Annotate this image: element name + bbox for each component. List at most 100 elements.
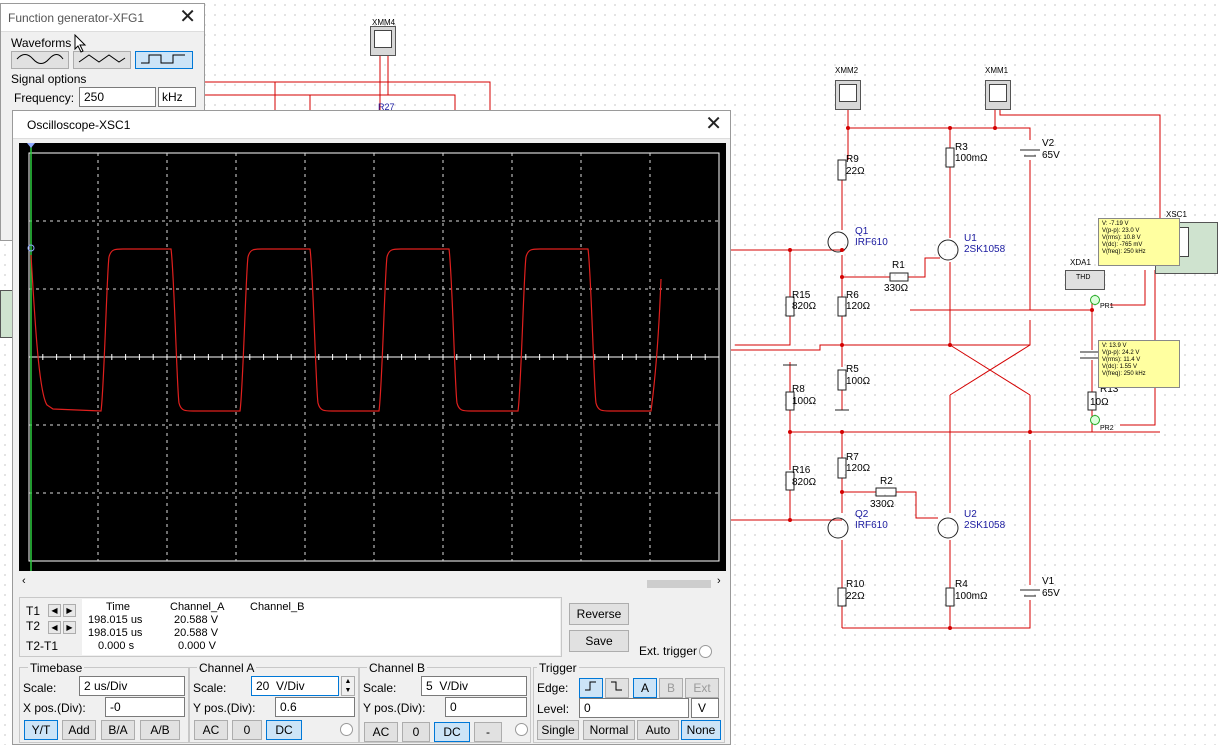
channel-a-ypos-label: Y pos.(Div): xyxy=(193,701,256,715)
resistor-value: 10Ω xyxy=(1090,397,1109,408)
horizontal-scrollbar[interactable]: ‹ › xyxy=(19,575,726,591)
resistor-value: 22Ω xyxy=(846,591,865,602)
square-wave-icon xyxy=(141,54,185,64)
probe-line: V(dc): -765 mV xyxy=(1102,242,1143,248)
channel-b-ac-button[interactable]: AC xyxy=(364,722,398,742)
channel-a-ac-button[interactable]: AC xyxy=(194,720,228,740)
multimeter-icon[interactable] xyxy=(835,80,861,110)
falling-edge-icon xyxy=(611,681,622,691)
probe-pr1-icon[interactable] xyxy=(1090,295,1100,305)
resistor-label: R3 xyxy=(955,142,968,153)
probe-pr1-readout: V: -7.19 V V(p-p): 23.0 V V(rms): 10.8 V… xyxy=(1098,218,1180,266)
resistor-value: 330Ω xyxy=(870,499,895,510)
scope-instrument-label: XSC1 xyxy=(1166,210,1187,219)
t2-right-arrow-icon[interactable]: ▶ xyxy=(63,621,76,634)
probe-line: V(p-p): 23.0 V xyxy=(1102,228,1140,234)
save-button[interactable]: Save xyxy=(569,630,629,652)
fg-titlebar: Function generator-XFG1 ✕ xyxy=(1,4,204,32)
trigger-level-unit[interactable]: V xyxy=(691,698,719,718)
rising-edge-icon xyxy=(585,681,596,691)
scroll-left-icon[interactable]: ‹ xyxy=(22,575,26,587)
transistor-label: Q2 xyxy=(855,509,869,520)
probe-line: V: 13.9 V xyxy=(1102,343,1127,349)
trigger-source-b-button[interactable]: B xyxy=(659,678,683,698)
scope-display xyxy=(27,143,720,571)
trigger-none-button[interactable]: None xyxy=(681,720,721,740)
ext-trigger-radio[interactable] xyxy=(699,645,712,658)
channel-b-minus-button[interactable]: - xyxy=(474,722,502,742)
probe-line: V(freq): 250 kHz xyxy=(1102,371,1146,377)
resistor-label: R9 xyxy=(846,154,859,165)
transistor-part: 2SK1058 xyxy=(964,520,1006,531)
source-label: V2 xyxy=(1042,138,1055,149)
source-label: V1 xyxy=(1042,576,1055,587)
channel-a-radio[interactable] xyxy=(340,723,353,736)
trigger-auto-button[interactable]: Auto xyxy=(637,720,679,740)
channel-a-ypos-input[interactable] xyxy=(275,697,355,717)
probe-line: V: -7.19 V xyxy=(1102,221,1129,227)
probe-pr2-label: PR2 xyxy=(1100,425,1114,432)
t2-time: 198.015 us xyxy=(88,627,143,639)
meter-xmm2-label: XMM2 xyxy=(835,66,859,75)
channel-b-scale-input[interactable] xyxy=(421,676,527,696)
x-pos-label: X pos.(Div): xyxy=(23,701,86,715)
mode-ab-button[interactable]: A/B xyxy=(140,720,180,740)
channel-a-scale-spinner[interactable]: ▲▼ xyxy=(341,676,355,696)
frequency-input[interactable] xyxy=(79,87,156,107)
channel-a-zero-button[interactable]: 0 xyxy=(232,720,262,740)
trigger-level-input[interactable] xyxy=(579,698,689,718)
x-pos-input[interactable] xyxy=(105,697,185,717)
close-icon[interactable]: ✕ xyxy=(705,113,722,135)
square-wave-button[interactable] xyxy=(135,51,193,69)
falling-edge-button[interactable] xyxy=(605,678,629,698)
sine-wave-button[interactable] xyxy=(11,51,69,69)
t1-left-arrow-icon[interactable]: ◀ xyxy=(48,604,61,617)
fg-title: Function generator-XFG1 xyxy=(8,11,145,25)
scope-screen[interactable] xyxy=(19,143,726,571)
probe-line: V(freq): 250 kHz xyxy=(1102,249,1146,255)
cursor-readout-panel: T1 ◀ ▶ T2 ◀ ▶ T2-T1 Time Channel_A Chann… xyxy=(19,597,562,657)
scroll-right-icon[interactable]: › xyxy=(717,575,721,587)
transistor-label: U2 xyxy=(964,509,977,520)
channel-b-ypos-input[interactable] xyxy=(445,697,527,717)
close-icon[interactable]: ✕ xyxy=(179,6,196,28)
timebase-scale-input[interactable] xyxy=(79,676,185,696)
rising-edge-button[interactable] xyxy=(579,678,603,698)
multimeter-icon[interactable] xyxy=(985,80,1011,110)
scrollbar-thumb[interactable] xyxy=(647,580,711,588)
resistor-value: 100mΩ xyxy=(955,591,988,602)
channel-a-scale-label: Scale: xyxy=(193,681,227,695)
waveforms-label: Waveforms xyxy=(11,36,72,50)
distortion-analyzer-icon[interactable]: THD xyxy=(1065,270,1105,290)
multimeter-icon[interactable] xyxy=(370,26,396,56)
t1-right-arrow-icon[interactable]: ▶ xyxy=(63,604,76,617)
channel-b-scale-label: Scale: xyxy=(363,681,397,695)
t2-channel-a: 20.588 V xyxy=(174,627,219,639)
channel-b-dc-button[interactable]: DC xyxy=(434,722,470,742)
trigger-single-button[interactable]: Single xyxy=(537,720,579,740)
probe-pr2-icon[interactable] xyxy=(1090,415,1100,425)
mode-add-button[interactable]: Add xyxy=(62,720,96,740)
t2-left-arrow-icon[interactable]: ◀ xyxy=(48,621,61,634)
trigger-source-a-button[interactable]: A xyxy=(633,678,657,698)
channel-b-title: Channel B xyxy=(367,661,428,675)
trigger-normal-button[interactable]: Normal xyxy=(583,720,635,740)
channel-a-scale-input[interactable] xyxy=(251,676,339,696)
triangle-wave-button[interactable] xyxy=(73,51,131,69)
distortion-analyzer-label: XDA1 xyxy=(1070,258,1091,267)
channel-b-group xyxy=(359,667,531,743)
transistor-label: U1 xyxy=(964,233,977,244)
ext-trigger-label: Ext. trigger xyxy=(639,644,698,658)
channel-b-zero-button[interactable]: 0 xyxy=(402,722,430,742)
mode-ba-button[interactable]: B/A xyxy=(101,720,135,740)
trigger-source-ext-button[interactable]: Ext xyxy=(685,678,719,698)
channel-a-dc-button[interactable]: DC xyxy=(266,720,302,740)
probe-line: V(rms): 10.8 V xyxy=(1102,235,1141,241)
channel-b-radio[interactable] xyxy=(515,723,528,736)
dt-channel-a: 0.000 V xyxy=(178,640,216,652)
frequency-unit[interactable]: kHz xyxy=(158,87,196,107)
timebase-title: Timebase xyxy=(28,661,85,675)
reverse-button[interactable]: Reverse xyxy=(569,603,629,625)
t2-t1-label: T2-T1 xyxy=(26,639,59,653)
mode-yt-button[interactable]: Y/T xyxy=(24,720,58,740)
